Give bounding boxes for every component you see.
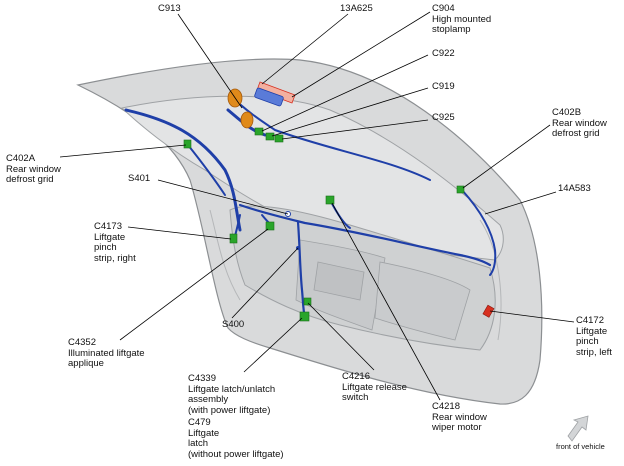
label-c904: C904 High mounted stoplamp xyxy=(432,3,492,36)
label-c4352-line1: C4352 xyxy=(68,337,96,348)
label-c4339-line1: C4339 xyxy=(188,373,216,384)
label-c402b-line2: Rear window xyxy=(552,117,607,129)
label-c479: C479 Liftgate latch (without power liftg… xyxy=(188,417,284,460)
label-c4216-line1: C4216 xyxy=(342,371,370,382)
leader-lines xyxy=(59,11,575,401)
label-c4173-line4: strip, right xyxy=(94,252,136,264)
label-c4173-line3: pinch xyxy=(94,242,117,253)
label-c4218-line1: C4218 xyxy=(432,401,460,412)
label-c4173: C4173 Liftgate pinch strip, right xyxy=(94,221,136,264)
connector-c925 xyxy=(274,134,284,143)
connector-c402a xyxy=(183,139,192,149)
connector-c922 xyxy=(254,127,264,136)
connector-c402b xyxy=(456,185,465,194)
label-c402a-line2: Rear window xyxy=(6,163,61,175)
label-c904-line3: stoplamp xyxy=(432,24,471,35)
label-c4218-line3: wiper motor xyxy=(432,422,482,433)
label-c4172-line4: strip, left xyxy=(576,346,612,358)
label-c4172-line1: C4172 xyxy=(576,315,604,326)
label-c4172-line2: Liftgate xyxy=(576,325,608,337)
label-c4216: C4216 Liftgate release switch xyxy=(342,371,407,404)
connectors xyxy=(183,127,465,322)
connector-c4216 xyxy=(303,297,312,306)
connector-c4172 xyxy=(482,304,495,318)
label-c4339-line2: Liftgate latch/unlatch xyxy=(188,383,276,395)
label-c402b-line1: C402B xyxy=(552,107,582,118)
label-c4173-line1: C4173 xyxy=(94,221,122,232)
label-c479-line4: (without power liftgate) xyxy=(188,448,284,460)
label-c4216-line3: switch xyxy=(342,392,369,403)
label-c904-line2: High mounted xyxy=(432,13,492,25)
label-c925: C925 xyxy=(432,112,455,123)
label-c402a-line1: C402A xyxy=(6,153,36,164)
connector-c4352 xyxy=(265,221,275,231)
label-c402a: C402A Rear window defrost grid xyxy=(6,153,61,186)
label-c922: C922 xyxy=(432,48,455,59)
label-c4352-line3: applique xyxy=(68,358,104,369)
label-front-of-vehicle: front of vehicle xyxy=(556,442,605,451)
label-c4173-line2: Liftgate xyxy=(94,231,126,243)
label-c904-line1: C904 xyxy=(432,3,455,14)
label-c4352: C4352 Illuminated liftgate applique xyxy=(68,337,145,370)
front-of-vehicle-arrow-icon xyxy=(567,415,589,442)
label-14a583: 14A583 xyxy=(558,183,591,194)
label-c4339-line3: assembly xyxy=(188,394,229,405)
label-c402b-line3: defrost grid xyxy=(552,128,600,139)
label-c479-line3: latch xyxy=(188,438,209,449)
connector-c4218 xyxy=(325,195,335,205)
label-c479-line1: C479 xyxy=(188,417,211,428)
label-c4172: C4172 Liftgate pinch strip, left xyxy=(576,315,612,358)
label-c4352-line2: Illuminated liftgate xyxy=(68,347,145,359)
label-c4218: C4218 Rear window wiper motor xyxy=(432,401,487,434)
connector-c4173 xyxy=(229,233,238,244)
liftgate-panel xyxy=(76,58,543,405)
connector-c919 xyxy=(265,132,275,141)
label-c4218-line2: Rear window xyxy=(432,411,487,423)
label-13a625: 13A625 xyxy=(340,3,373,14)
label-c402b: C402B Rear window defrost grid xyxy=(552,107,607,140)
label-c479-line2: Liftgate xyxy=(188,427,220,439)
label-c913: C913 xyxy=(158,3,181,14)
label-c4339-line4: (with power liftgate) xyxy=(188,404,271,416)
label-s400: S400 xyxy=(222,319,245,330)
wiring-harness xyxy=(124,94,497,320)
label-c4216-line2: Liftgate release xyxy=(342,381,407,393)
label-c919: C919 xyxy=(432,81,455,92)
label-c4339: C4339 Liftgate latch/unlatch assembly (w… xyxy=(188,373,276,416)
connector-c4339 xyxy=(299,311,310,322)
label-c4172-line3: pinch xyxy=(576,336,599,347)
label-s401: S401 xyxy=(128,173,151,184)
label-c402a-line3: defrost grid xyxy=(6,174,54,185)
